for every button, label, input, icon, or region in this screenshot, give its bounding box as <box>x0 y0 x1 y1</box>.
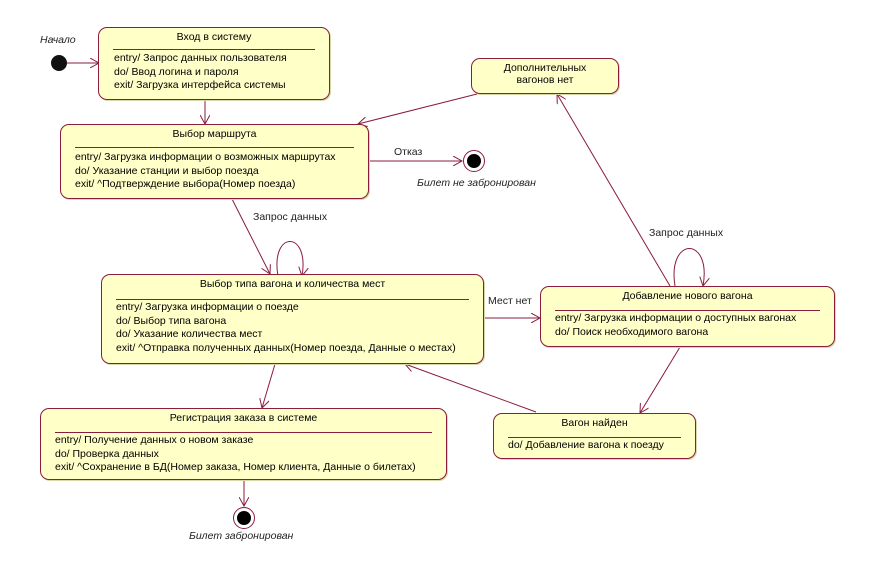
transition-label-request-2: Запрос данных <box>649 227 724 239</box>
transition-found-wagon-type <box>405 364 537 413</box>
transition-add-wagon-found <box>640 346 681 413</box>
state-title: Выбор типа вагона и количества мест <box>199 278 386 290</box>
action-do: do/ Ввод логина и пароля <box>114 65 239 78</box>
state-add-wagon[interactable]: Добавление нового вагона entry/ Загрузка… <box>540 286 835 347</box>
initial-label: Начало <box>40 34 76 46</box>
initial-state-dot <box>51 55 67 71</box>
separator <box>75 147 354 148</box>
transition-no-wagons-route <box>358 93 478 124</box>
state-wagon-found[interactable]: Вагон найден do/ Добавление вагона к пое… <box>493 413 696 459</box>
action-do: do/ Проверка данных <box>55 447 159 460</box>
separator <box>555 310 820 311</box>
state-wagon-type[interactable]: Выбор типа вагона и количества мест entr… <box>101 274 484 364</box>
state-login[interactable]: Вход в систему entry/ Запрос данных поль… <box>98 27 330 100</box>
state-actions: entry/ Получение данных о новом заказе d… <box>55 434 416 475</box>
action-entry: entry/ Загрузка информации о поезде <box>116 301 299 313</box>
action-do-seats: do/ Указание количества мест <box>116 328 263 340</box>
state-title: Добавление нового вагона <box>622 290 753 302</box>
self-loop-add-wagon <box>673 248 704 287</box>
action-exit: exit/ ^Подтверждение выбора(Номер поезда… <box>75 178 296 190</box>
action-do: do/ Поиск необходимого вагона <box>555 325 709 338</box>
final-state-booked <box>233 507 255 529</box>
action-do: do/ Добавление вагона к поезду <box>508 439 664 451</box>
action-entry: entry/ Загрузка информации о доступных в… <box>555 312 797 324</box>
state-title: Вагон найден <box>561 417 628 429</box>
transition-route-wagon-type <box>231 198 270 274</box>
state-registration[interactable]: Регистрация заказа в системе entry/ Полу… <box>40 408 447 480</box>
state-actions: entry/ Загрузка информации о возможных м… <box>75 151 336 192</box>
action-do-type: do/ Выбор типа вагона <box>116 314 227 327</box>
state-title: Дополнительных вагонов нет <box>472 62 618 86</box>
action-exit: exit/ Загрузка интерфейса системы <box>114 79 286 91</box>
transition-label-no-seats: Мест нет <box>488 295 532 307</box>
transition-label-request-1: Запрос данных <box>253 211 328 223</box>
action-entry: entry/ Загрузка информации о возможных м… <box>75 151 336 163</box>
state-no-wagons[interactable]: Дополнительных вагонов нет <box>471 58 619 94</box>
state-title: Регистрация заказа в системе <box>169 412 318 424</box>
final-label-not-booked: Билет не забронирован <box>417 177 536 189</box>
state-title-line2: вагонов нет <box>516 74 574 86</box>
separator <box>508 437 681 438</box>
final-label-booked: Билет забронирован <box>189 530 294 542</box>
transition-label-refuse: Отказ <box>394 146 423 158</box>
state-title: Выбор маршрута <box>172 128 257 140</box>
state-actions: do/ Добавление вагона к поезду <box>508 439 664 453</box>
final-state-not-booked <box>463 150 485 172</box>
separator <box>113 49 315 50</box>
action-exit: exit/ ^Сохранение в БД(Номер заказа, Ном… <box>55 461 416 473</box>
self-loop-wagon-type <box>276 241 303 277</box>
transition-add-wagon-no-wagons <box>557 94 671 287</box>
state-actions: entry/ Загрузка информации о доступных в… <box>555 312 796 339</box>
action-entry: entry/ Запрос данных пользователя <box>114 52 287 64</box>
action-entry: entry/ Получение данных о новом заказе <box>55 434 254 446</box>
separator <box>55 432 432 433</box>
action-do: do/ Указание станции и выбор поезда <box>75 164 259 177</box>
state-actions: entry/ Запрос данных пользователя do/ Вв… <box>114 52 287 93</box>
state-title: Вход в систему <box>176 31 252 43</box>
transition-wagon-type-registration <box>262 363 276 408</box>
state-title-line1: Дополнительных <box>503 62 587 74</box>
separator <box>116 299 469 300</box>
state-route[interactable]: Выбор маршрута entry/ Загрузка информаци… <box>60 124 369 199</box>
action-exit: exit/ ^Отправка полученных данных(Номер … <box>116 341 456 354</box>
state-actions: entry/ Загрузка информации о поезде do/ … <box>116 301 456 355</box>
